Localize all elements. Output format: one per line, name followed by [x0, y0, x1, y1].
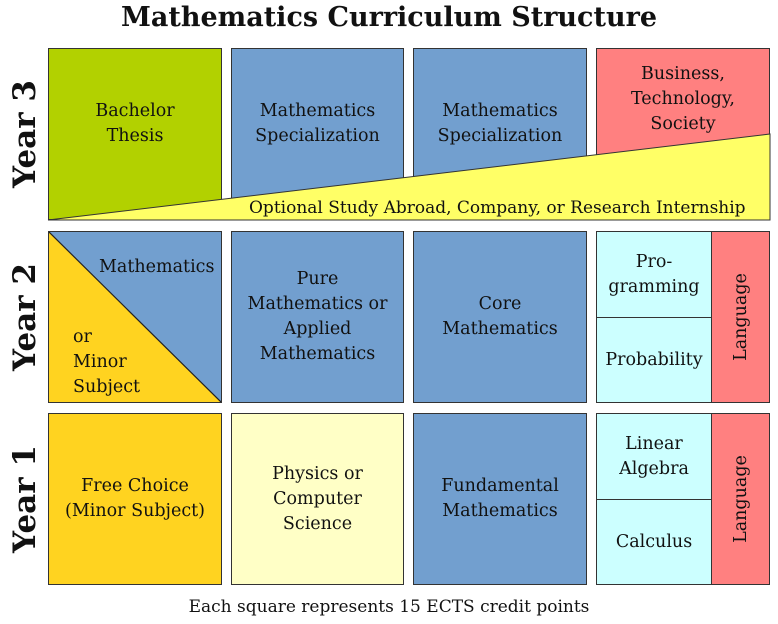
- free-choice-box: Free Choice (Minor Subject): [48, 413, 222, 585]
- calculus-label: Calculus: [615, 531, 693, 552]
- fundamental-math-label: Fundamental Mathematics: [441, 476, 559, 521]
- language-box-year1: [711, 413, 770, 585]
- bachelor-thesis-label: Bachelor Thesis: [95, 101, 175, 146]
- mathematics-label: Mathematics: [99, 257, 215, 277]
- programming-box: Pro- gramming: [596, 231, 712, 318]
- bachelor-thesis-box: Bachelor Thesis: [48, 48, 222, 220]
- language-label-year2: Language: [730, 273, 751, 361]
- business-technology-society-label: Business, Technology, Society: [630, 64, 735, 134]
- study-abroad-label: Optional Study Abroad, Company, or Resea…: [249, 198, 746, 218]
- linear-algebra-box: Linear Algebra: [596, 413, 712, 500]
- probability-label: Probability: [605, 349, 703, 370]
- calculus-box: Calculus: [596, 499, 712, 585]
- minor-subject-label: or Minor Subject: [73, 327, 141, 397]
- mathematics-or-minor-box: [48, 231, 222, 403]
- diagonal-split: [49, 232, 221, 402]
- core-math-box: Core Mathematics: [413, 231, 587, 403]
- math-specialization-label-2: Mathematics Specialization: [437, 101, 563, 146]
- math-specialization-label-1: Mathematics Specialization: [255, 101, 380, 146]
- programming-label: Pro- gramming: [608, 251, 700, 297]
- language-box-year2: [711, 231, 770, 403]
- language-label-year1: Language: [730, 455, 751, 543]
- linear-algebra-label: Linear Algebra: [619, 433, 689, 479]
- core-math-label: Core Mathematics: [442, 294, 558, 339]
- fundamental-math-box: Fundamental Mathematics: [413, 413, 587, 585]
- probability-box: Probability: [596, 317, 712, 403]
- physics-cs-box: Physics or Computer Science: [231, 413, 404, 585]
- pure-applied-math-label: Pure Mathematics or Applied Mathematics: [247, 269, 388, 364]
- diagram-title: Mathematics Curriculum Structure: [120, 2, 658, 33]
- physics-cs-label: Physics or Computer Science: [272, 463, 363, 534]
- credit-points-note: Each square represents 15 ECTS credit po…: [188, 597, 590, 617]
- pure-applied-math-box: Pure Mathematics or Applied Mathematics: [231, 231, 404, 403]
- free-choice-label: Free Choice (Minor Subject): [65, 476, 205, 521]
